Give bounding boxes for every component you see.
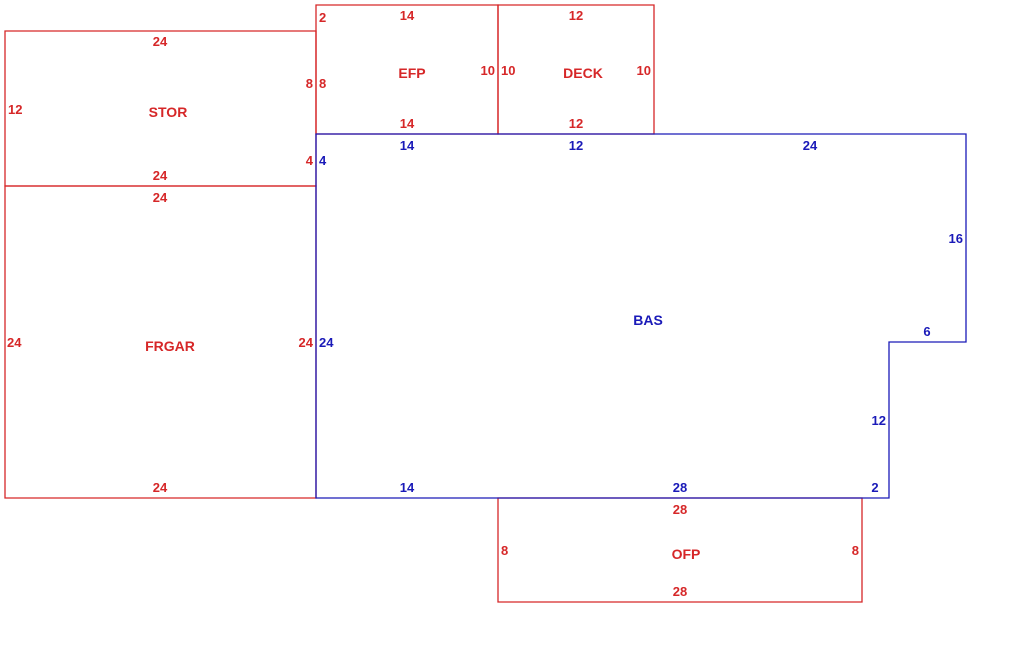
- area-efp: EFP 2 14 8 10 14: [315, 4, 499, 135]
- area-bas: BAS 4 14 12 24 16 6 12 2 28 14 24: [315, 133, 967, 499]
- bas-dim-bottom-corner: 2: [871, 480, 878, 495]
- bas-dim-right: 16: [949, 231, 963, 246]
- stor-dim-bottom: 24: [153, 168, 168, 183]
- bas-label: BAS: [633, 312, 663, 328]
- efp-dim-left-upper: 2: [319, 10, 326, 25]
- deck-dim-bottom: 12: [569, 116, 583, 131]
- bas-outline: [315, 133, 967, 499]
- bas-dim-step-side: 12: [872, 413, 886, 428]
- frgar-dim-top: 24: [153, 190, 168, 205]
- area-frgar: FRGAR 24 24 24 24: [4, 185, 317, 499]
- stor-dim-right-upper: 8: [306, 76, 313, 91]
- bas-dim-top-3: 24: [803, 138, 818, 153]
- ofp-dim-left: 8: [501, 543, 508, 558]
- bas-dim-bottom-2: 28: [673, 480, 687, 495]
- ofp-dim-top: 28: [673, 502, 687, 517]
- frgar-dim-bottom: 24: [153, 480, 168, 495]
- ofp-dim-bottom: 28: [673, 584, 687, 599]
- stor-dim-top: 24: [153, 34, 168, 49]
- area-ofp: OFP 28 8 8 28: [497, 497, 863, 603]
- efp-dim-left-lower: 8: [319, 76, 326, 91]
- frgar-dim-left: 24: [7, 335, 22, 350]
- efp-label: EFP: [398, 65, 425, 81]
- deck-dim-right: 10: [637, 63, 651, 78]
- deck-dim-top: 12: [569, 8, 583, 23]
- frgar-label: FRGAR: [145, 338, 195, 354]
- deck-dim-left: 10: [501, 63, 515, 78]
- bas-dim-step-top: 6: [923, 324, 930, 339]
- stor-dim-right-lower: 4: [306, 153, 314, 168]
- stor-label: STOR: [149, 104, 188, 120]
- ofp-label: OFP: [672, 546, 701, 562]
- bas-dim-left: 24: [319, 335, 334, 350]
- bas-dim-bottom-1: 14: [400, 480, 415, 495]
- frgar-dim-right: 24: [299, 335, 314, 350]
- bas-dim-top-1: 14: [400, 138, 415, 153]
- ofp-dim-right: 8: [852, 543, 859, 558]
- efp-dim-right: 10: [481, 63, 495, 78]
- bas-dim-left-upper: 4: [319, 153, 327, 168]
- efp-dim-bottom: 14: [400, 116, 415, 131]
- stor-dim-left: 12: [8, 102, 22, 117]
- area-deck: DECK 12 10 10 12: [497, 4, 655, 135]
- efp-dim-top: 14: [400, 8, 415, 23]
- deck-label: DECK: [563, 65, 603, 81]
- bas-dim-top-2: 12: [569, 138, 583, 153]
- area-stor: STOR 24 12 8 4 24: [4, 30, 317, 187]
